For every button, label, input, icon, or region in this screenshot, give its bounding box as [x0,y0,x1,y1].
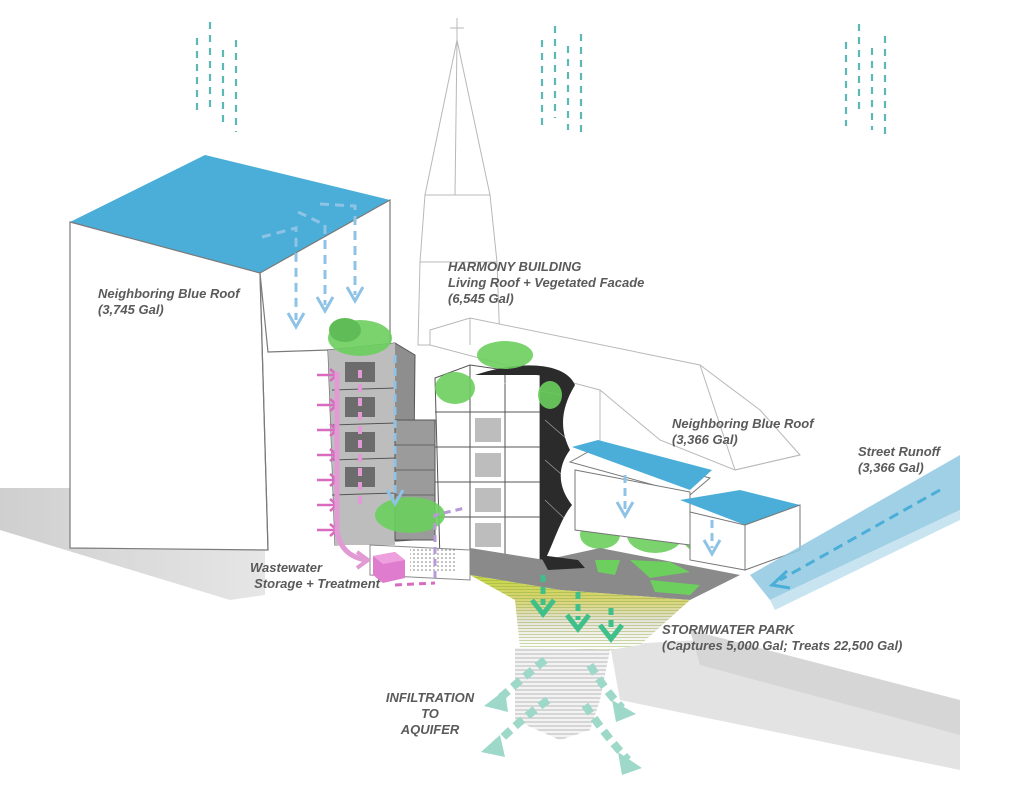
road-right [610,640,960,770]
label-volume: (3,366 Gal) [858,460,924,475]
label-street-runoff: Street Runoff (3,366 Gal) [858,444,940,476]
label-line1: INFILTRATION [385,690,475,705]
label-infiltration: INFILTRATION TO AQUIFER [375,690,485,738]
stormwater-capture-arrows [530,575,624,644]
infiltration-arrowheads [481,690,642,775]
label-volume: (3,745 Gal) [98,302,164,317]
rain-streaks [195,22,887,136]
label-title: Street Runoff [858,444,941,459]
label-wastewater: Wastewater Storage + Treatment [250,560,380,592]
label-line1: Wastewater [250,560,323,575]
label-line2: TO [421,706,439,721]
road-left [0,488,265,600]
ground-plane [0,488,960,770]
label-volume: (3,366 Gal) [672,432,738,447]
neighbor-building-right [568,440,801,571]
blue-roof-right [572,440,712,490]
stormwater-park [470,548,740,600]
label-neighbor-blue-roof-right: Neighboring Blue Roof (3,366 Gal) [672,416,814,448]
ground-shade-right [690,630,960,735]
blue-roof-right-2 [680,490,800,525]
label-detail: (Captures 5,000 Gal; Treats 22,500 Gal) [662,638,903,653]
label-title: Neighboring Blue Roof [672,416,814,431]
earth-section [369,544,690,740]
blue-roof-left [70,155,390,273]
harmony-building [434,364,575,561]
wastewater-tank [373,552,405,583]
label-title: Neighboring Blue Roof [98,286,240,301]
street-runoff-channel [750,455,960,610]
label-harmony-building: HARMONY BUILDING Living Roof + Vegetated… [448,259,644,307]
label-line3: AQUIFER [400,722,460,737]
label-subtitle: Living Roof + Vegetated Facade [448,275,645,290]
label-neighbor-blue-roof-left: Neighboring Blue Roof (3,745 Gal) [98,286,240,318]
label-volume: (6,545 Gal) [448,291,514,306]
roof-drain-arrows-left [261,202,365,331]
label-stormwater-park: STORMWATER PARK (Captures 5,000 Gal; Tre… [662,622,902,654]
label-title: HARMONY BUILDING [448,259,582,274]
label-line2: Storage + Treatment [254,576,380,591]
roof-drain-arrows-right [385,355,722,558]
wastewater-flow [317,368,466,587]
label-title: STORMWATER PARK [662,622,795,637]
vegetated-facade [475,365,575,560]
